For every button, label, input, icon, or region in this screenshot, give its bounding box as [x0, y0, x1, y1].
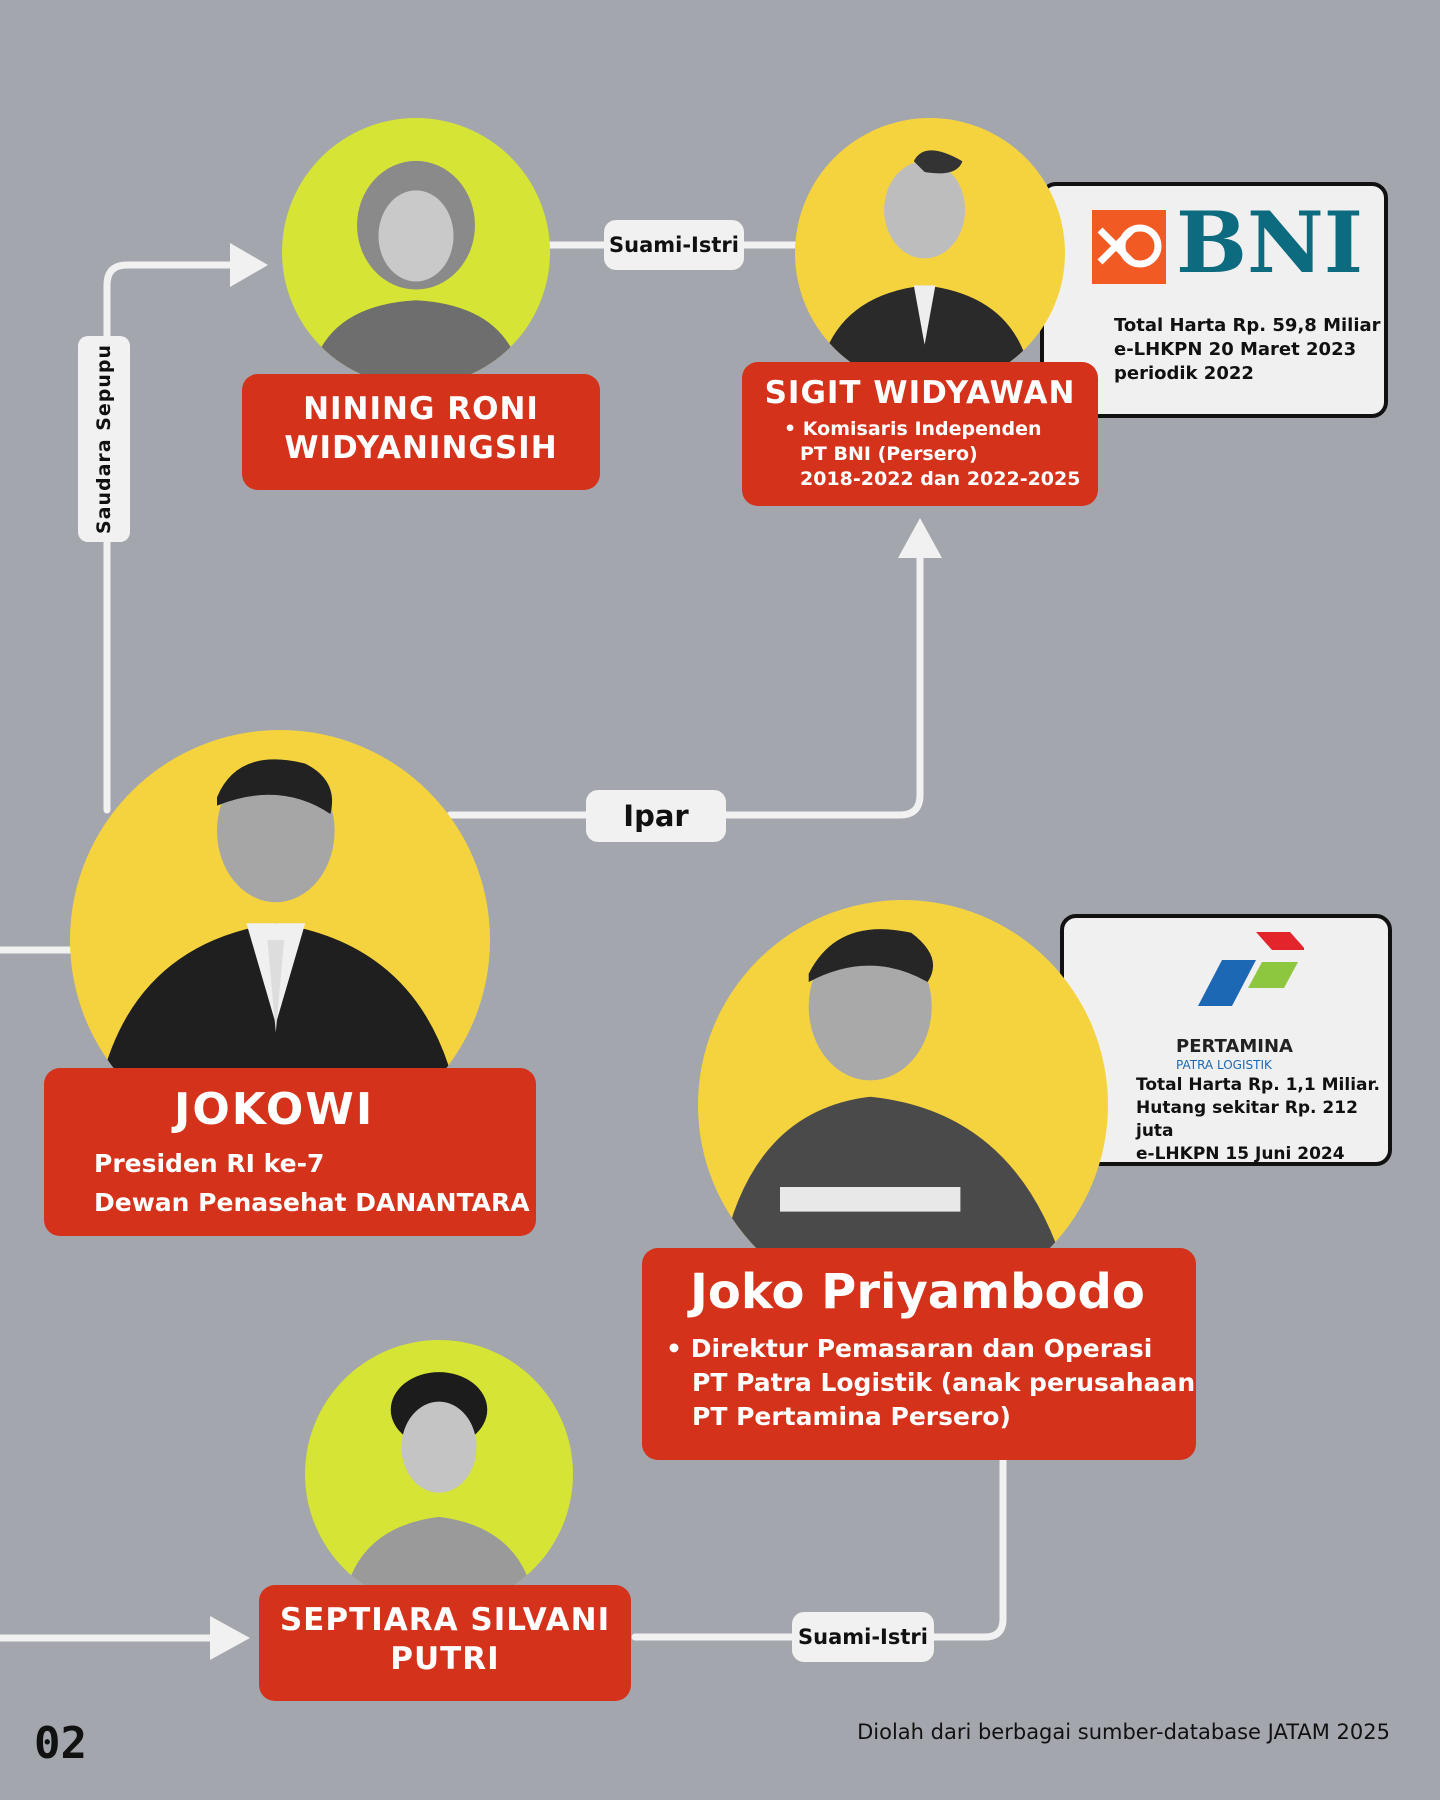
- nining-name: NINING RONI WIDYANINGSIH: [242, 390, 600, 468]
- pertamina-info-line: e-LHKPN 15 Juni 2024: [1136, 1144, 1345, 1164]
- relation-label-suami-istri-bottom: Suami-Istri: [792, 1612, 934, 1662]
- bni-info-box: BNI Total Harta Rp. 59,8 Miliar e-LHKPN …: [1040, 182, 1388, 418]
- connector-suami-istri-bottom: [631, 1454, 1007, 1641]
- septiara-name-line: SEPTIARA SILVANI: [279, 1602, 611, 1638]
- joko-name-box: Joko Priyambodo • Direktur Pemasaran dan…: [642, 1248, 1196, 1460]
- pertamina-logo-subtext: PATRA LOGISTIK: [1176, 1058, 1272, 1072]
- jokowi-role-line: Presiden RI ke-7: [94, 1149, 325, 1178]
- bullet-icon: •: [784, 418, 803, 440]
- bullet-icon: •: [666, 1334, 691, 1363]
- bni-info-text: Total Harta Rp. 59,8 Miliar e-LHKPN 20 M…: [1114, 314, 1381, 386]
- page-number: 02: [34, 1718, 87, 1769]
- bni-info-line: periodik 2022: [1114, 363, 1254, 384]
- source-note: Diolah dari berbagai sumber-database JAT…: [857, 1720, 1390, 1744]
- pertamina-info-box: PERTAMINA PATRA LOGISTIK Total Harta Rp.…: [1060, 914, 1392, 1166]
- pertamina-info-text: Total Harta Rp. 1,1 Miliar. Hutang sekit…: [1136, 1074, 1388, 1166]
- sigit-role: • Komisaris Independen PT BNI (Persero) …: [784, 417, 1080, 492]
- bni-info-line: Total Harta Rp. 59,8 Miliar: [1114, 315, 1381, 336]
- pertamina-info-line: Total Harta Rp. 1,1 Miliar.: [1136, 1075, 1380, 1095]
- sigit-name: SIGIT WIDYAWAN: [764, 375, 1076, 411]
- joko-role-line: • Direktur Pemasaran dan Operasi: [666, 1334, 1153, 1363]
- sigit-name-box: SIGIT WIDYAWAN • Komisaris Independen PT…: [742, 362, 1098, 506]
- sigit-role-line: PT BNI (Persero): [800, 443, 978, 465]
- septiara-name-line: PUTRI: [390, 1640, 500, 1677]
- arrow-to-sigit: [898, 518, 942, 558]
- pertamina-logo: PERTAMINA PATRA LOGISTIK: [1176, 932, 1324, 1072]
- bni-info-line: e-LHKPN 20 Maret 2023: [1114, 339, 1357, 360]
- connector-ipar: [446, 541, 924, 819]
- bni-logo: BNI: [1092, 198, 1392, 288]
- relation-label-ipar: Ipar: [586, 790, 726, 842]
- pertamina-logo-mark-icon: [1198, 932, 1304, 1006]
- jokowi-name-box: JOKOWI Presiden RI ke-7 Dewan Penasehat …: [44, 1068, 536, 1236]
- nining-portrait: [282, 118, 550, 386]
- relation-label-suami-istri-top: Suami-Istri: [604, 220, 744, 270]
- bni-logo-mark-icon: [1092, 210, 1166, 284]
- sigit-role-line: 2018-2022 dan 2022-2025: [800, 468, 1081, 490]
- pertamina-info-line: Hutang sekitar Rp. 212 juta: [1136, 1098, 1358, 1141]
- nining-name-box: NINING RONI WIDYANINGSIH: [242, 374, 600, 490]
- sigit-role-line: • Komisaris Independen: [784, 418, 1042, 440]
- connector-sepupu: [103, 261, 239, 814]
- bni-logo-text: BNI: [1176, 193, 1364, 292]
- arrow-to-nining: [230, 243, 268, 287]
- septiara-name-box: SEPTIARA SILVANI PUTRI: [259, 1585, 631, 1701]
- septiara-portrait: [305, 1340, 573, 1608]
- nining-name-line: WIDYANINGSIH: [284, 429, 558, 466]
- jokowi-role-line: Dewan Penasehat DANANTARA: [94, 1188, 530, 1217]
- pertamina-logo-text: PERTAMINA: [1176, 1036, 1293, 1057]
- person-silhouette-icon: [308, 160, 524, 386]
- jokowi-name: JOKOWI: [174, 1084, 375, 1135]
- arrow-to-septiara: [210, 1616, 250, 1660]
- joko-role: • Direktur Pemasaran dan Operasi PT Patr…: [666, 1332, 1195, 1434]
- person-silhouette-icon: [816, 150, 1033, 388]
- joko-name: Joko Priyambodo: [690, 1264, 1145, 1320]
- nining-name-line: NINING RONI: [303, 391, 539, 427]
- jokowi-roles: Presiden RI ke-7 Dewan Penasehat DANANTA…: [94, 1144, 530, 1222]
- person-silhouette-icon: [342, 1372, 536, 1608]
- joko-role-line: PT Patra Logistik (anak perusahaan: [692, 1368, 1196, 1397]
- sigit-portrait: [795, 118, 1065, 388]
- septiara-name: SEPTIARA SILVANI PUTRI: [259, 1601, 631, 1679]
- relation-label-sepupu: Saudara Sepupu: [78, 336, 130, 542]
- joko-role-line: PT Pertamina Persero): [692, 1402, 1011, 1431]
